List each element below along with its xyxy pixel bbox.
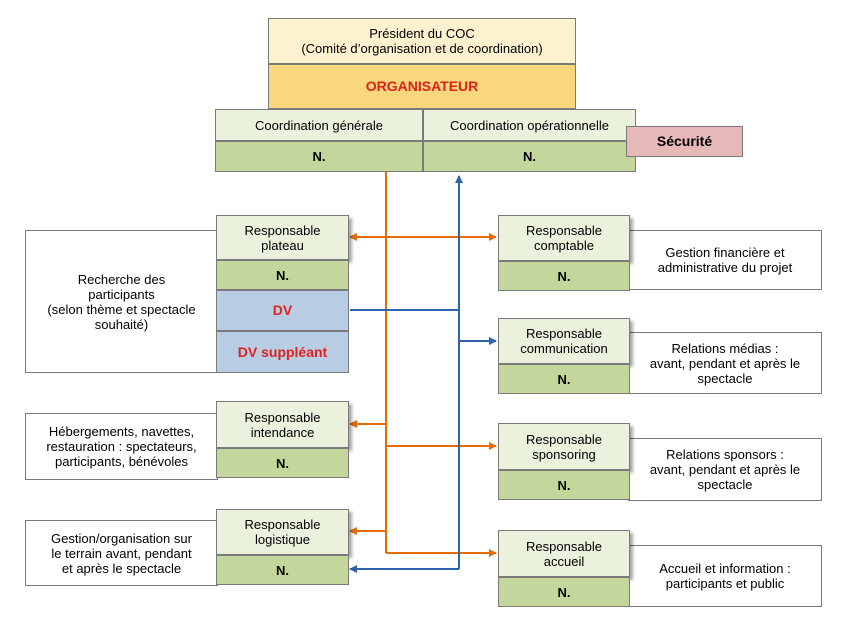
dv-suppleant-box: DV suppléant xyxy=(216,331,349,373)
task-line: Gestion financière et xyxy=(665,245,785,260)
role-value: N. xyxy=(557,477,571,493)
task-line: restauration : spectateurs, xyxy=(46,439,197,454)
coordination-generale-header: Coordination générale xyxy=(215,109,423,141)
role-line2: intendance xyxy=(250,424,315,440)
responsable-comptable-value-box: N. xyxy=(498,261,630,291)
task-line: spectacle xyxy=(697,477,753,492)
task-line: Accueil et information : xyxy=(659,561,791,576)
task-line: le terrain avant, pendant xyxy=(51,545,192,561)
task-line: souhaité) xyxy=(94,316,149,332)
responsable-plateau-value-box: N. xyxy=(216,260,349,290)
task-box-communication: Relations médias : avant, pendant et apr… xyxy=(628,332,822,394)
responsable-intendance-box: Responsable intendance xyxy=(216,401,349,448)
task-line: Relations médias : xyxy=(671,340,779,356)
role-line1: Responsable xyxy=(244,517,321,532)
role-line1: Responsable xyxy=(244,222,321,238)
role-line2: communication xyxy=(520,341,608,356)
task-box-plateau: Recherche des participants (selon thème … xyxy=(25,230,218,373)
dv-suppleant-label: DV suppléant xyxy=(237,343,328,360)
role-line1: Responsable xyxy=(526,538,602,554)
role-value: N. xyxy=(557,584,571,600)
coordination-generale-label: Coordination générale xyxy=(255,117,383,133)
responsable-accueil-value-box: N. xyxy=(498,577,630,607)
task-line: Gestion/organisation sur xyxy=(51,530,192,546)
coordination-operationnelle-value: N. xyxy=(523,149,536,164)
president-box: Président du COC (Comité d’organisation … xyxy=(268,18,576,64)
responsable-accueil-box: Responsable accueil xyxy=(498,530,630,577)
president-subtitle: (Comité d’organisation et de coordinatio… xyxy=(301,41,543,56)
coordination-operationnelle-label: Coordination opérationnelle xyxy=(449,117,609,133)
coordination-operationnelle-value-box: N. xyxy=(423,141,636,172)
coordination-operationnelle-header: Coordination opérationnelle xyxy=(423,109,636,141)
responsable-logistique-box: Responsable logistique xyxy=(216,509,349,555)
task-box-comptable: Gestion financière et administrative du … xyxy=(628,230,822,290)
role-line1: Responsable xyxy=(526,431,602,447)
task-line: (selon thème et spectacle xyxy=(47,301,196,317)
coordination-generale-value-box: N. xyxy=(215,141,423,172)
responsable-sponsoring-box: Responsable sponsoring xyxy=(498,423,630,470)
responsable-intendance-value-box: N. xyxy=(216,448,349,478)
organisateur-box: ORGANISATEUR xyxy=(268,64,576,109)
responsable-plateau-box: Responsable plateau xyxy=(216,215,349,260)
dv-label: DV xyxy=(272,302,293,318)
dv-box: DV xyxy=(216,290,349,331)
responsable-communication-value-box: N. xyxy=(498,364,630,394)
task-line: Relations sponsors : xyxy=(666,447,784,462)
task-line: Hébergements, navettes, xyxy=(48,424,195,439)
role-value: N. xyxy=(557,371,571,387)
task-line: avant, pendant et après le xyxy=(649,355,801,371)
role-line1: Responsable xyxy=(244,409,321,425)
securite-label: Sécurité xyxy=(656,133,713,149)
role-line2: accueil xyxy=(543,553,585,569)
task-line: avant, pendant et après le xyxy=(649,462,801,477)
task-box-accueil: Accueil et information : participants et… xyxy=(628,545,822,607)
role-value: N. xyxy=(557,268,571,284)
president-title: Président du COC xyxy=(369,26,475,41)
role-line2: plateau xyxy=(261,237,304,253)
task-line: administrative du projet xyxy=(657,260,793,275)
responsable-communication-box: Responsable communication xyxy=(498,318,630,364)
task-line: participants, bénévoles xyxy=(55,454,188,469)
role-line1: Responsable xyxy=(526,326,602,341)
role-value: N. xyxy=(276,562,289,578)
task-box-intendance: Hébergements, navettes, restauration : s… xyxy=(25,413,218,480)
role-value: N. xyxy=(276,267,289,283)
responsable-comptable-box: Responsable comptable xyxy=(498,215,630,261)
coordination-generale-value: N. xyxy=(312,149,326,164)
task-line: participants et public xyxy=(665,576,785,591)
task-line: Recherche des xyxy=(77,271,166,287)
task-line: participants xyxy=(88,286,155,302)
task-line: spectacle xyxy=(697,370,753,386)
responsable-logistique-value-box: N. xyxy=(216,555,349,585)
role-line2: comptable xyxy=(534,238,594,253)
role-line1: Responsable xyxy=(526,223,602,238)
responsable-sponsoring-value-box: N. xyxy=(498,470,630,500)
task-line: et après le spectacle xyxy=(61,560,182,576)
role-line2: sponsoring xyxy=(532,446,596,462)
role-value: N. xyxy=(276,455,289,471)
securite-box: Sécurité xyxy=(626,126,743,157)
role-line2: logistique xyxy=(255,532,310,547)
organisateur-label: ORGANISATEUR xyxy=(365,78,479,94)
task-box-logistique: Gestion/organisation sur le terrain avan… xyxy=(25,520,218,586)
task-box-sponsoring: Relations sponsors : avant, pendant et a… xyxy=(628,438,822,501)
